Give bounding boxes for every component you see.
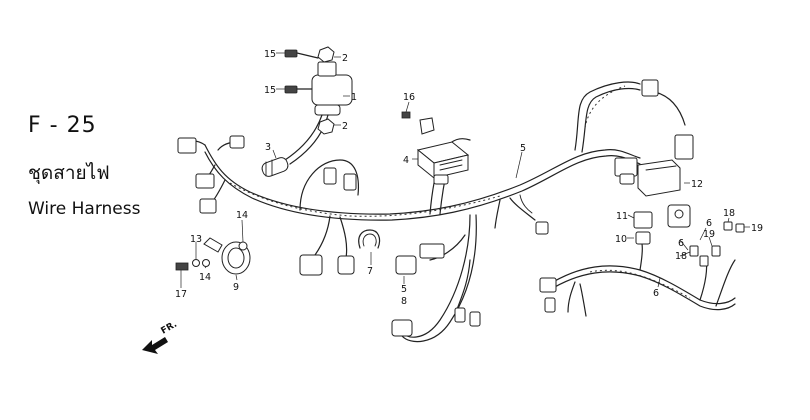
callout-15-lower: 15 [264, 85, 276, 96]
callout-12: 12 [691, 179, 703, 190]
leader-lines [180, 52, 750, 288]
left-connectors [177, 135, 357, 276]
callout-4: 4 [403, 155, 409, 166]
callout-6-lower: 6 [653, 288, 659, 299]
callout-14-upper: 14 [236, 210, 248, 221]
callout-11: 11 [616, 211, 628, 222]
diagram-title-thai: ชุดสายไฟ [28, 162, 110, 184]
callout-5-upper: 5 [520, 143, 526, 154]
callout-10: 10 [615, 234, 627, 245]
callout-8: 8 [401, 296, 407, 307]
section-code: F - 25 [28, 113, 97, 138]
sub-harness-6 [547, 243, 736, 317]
callout-16: 16 [403, 92, 415, 103]
clamp-7 [358, 229, 381, 249]
callout-6-right: 6 [706, 218, 712, 229]
callout-3: 3 [265, 142, 271, 153]
callout-6-mid: 6 [678, 238, 684, 249]
front-direction-label: FR. [160, 320, 179, 337]
diagram-title-english: Wire Harness [28, 199, 141, 219]
control-unit-12 [614, 79, 694, 197]
regulator-box [401, 111, 470, 185]
callout-17: 17 [175, 289, 187, 300]
callout-18-upper: 18 [723, 208, 735, 219]
callout-19-right: 19 [751, 223, 763, 234]
horn-assembly [175, 237, 251, 275]
callout-18-lower: 18 [675, 251, 687, 262]
ignition-coil-assembly [261, 46, 353, 177]
main-harness-trunk [185, 81, 686, 343]
right-small-parts [535, 204, 745, 313]
callout-15-upper: 15 [264, 49, 276, 60]
callout-5-lower: 5 [401, 284, 407, 295]
callout-1: 1 [351, 92, 357, 103]
callout-labels: 1 2 2 3 4 5 5 6 6 6 7 8 9 10 11 12 13 14… [175, 49, 763, 307]
callout-9: 9 [233, 282, 239, 293]
callout-14-lower: 14 [199, 272, 211, 283]
callout-19-mid: 19 [703, 229, 715, 240]
relay-8 [391, 243, 481, 337]
front-direction-arrow: FR. [142, 320, 179, 354]
callout-2-upper: 2 [342, 53, 348, 64]
callout-2-lower: 2 [342, 121, 348, 132]
callout-13: 13 [190, 234, 202, 245]
callout-7: 7 [367, 266, 373, 277]
